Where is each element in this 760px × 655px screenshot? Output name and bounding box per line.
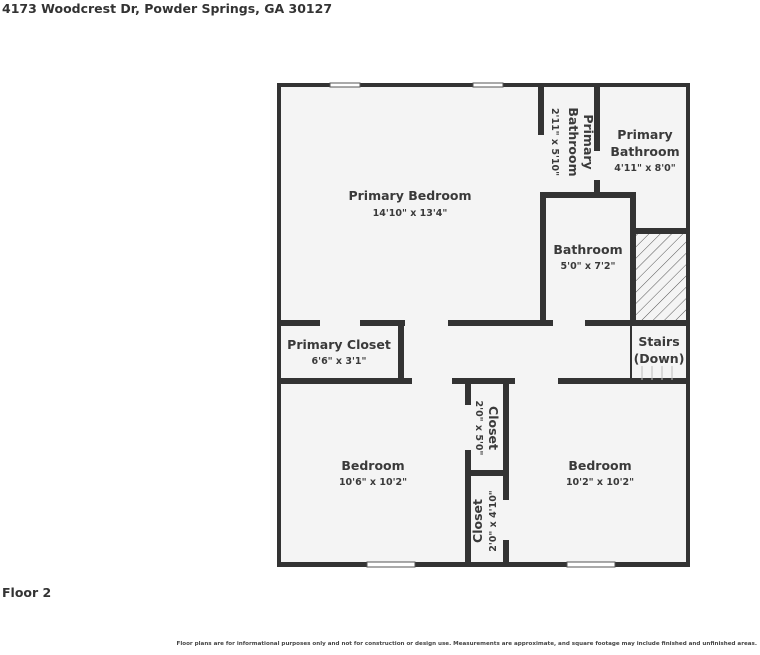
stair-lines [641,366,673,380]
room-dims: 2'11" x 5'10" [549,108,560,176]
room-name: Closet [470,499,485,543]
room-dims: 6'6" x 3'1" [312,356,367,367]
room-name-line: Primary [617,127,672,142]
hatched-area [636,232,686,320]
room-dims: 14'10" x 13'4" [373,208,448,219]
room-name-line: Bathroom [566,107,581,176]
room-dims: 5'0" x 7'2" [561,261,616,272]
floor-label: Floor 2 [2,585,52,600]
room-name-line: Bathroom [610,144,679,159]
windows [329,82,616,568]
room-name: Bathroom [553,242,622,257]
room-name-line: (Down) [634,351,685,366]
room-name: Primary Closet [287,337,391,352]
room-name: Closet [486,406,501,450]
room-name-line: Primary [581,114,596,169]
address-title: 4173 Woodcrest Dr, Powder Springs, GA 30… [2,1,333,16]
room-dims: 2'0" x 5'0" [473,401,484,456]
room-name-line: Stairs [638,334,679,349]
room-dims: 10'2" x 10'2" [566,477,634,488]
disclaimer: Floor plans are for informational purpos… [176,641,758,647]
room-dims: 4'11" x 8'0" [614,163,676,174]
room-name: Primary Bedroom [348,188,471,203]
room-dims: 10'6" x 10'2" [339,477,407,488]
room-name: Bedroom [568,458,631,473]
room-dims: 2'0" x 4'10" [488,490,499,552]
room-name: Bedroom [341,458,404,473]
